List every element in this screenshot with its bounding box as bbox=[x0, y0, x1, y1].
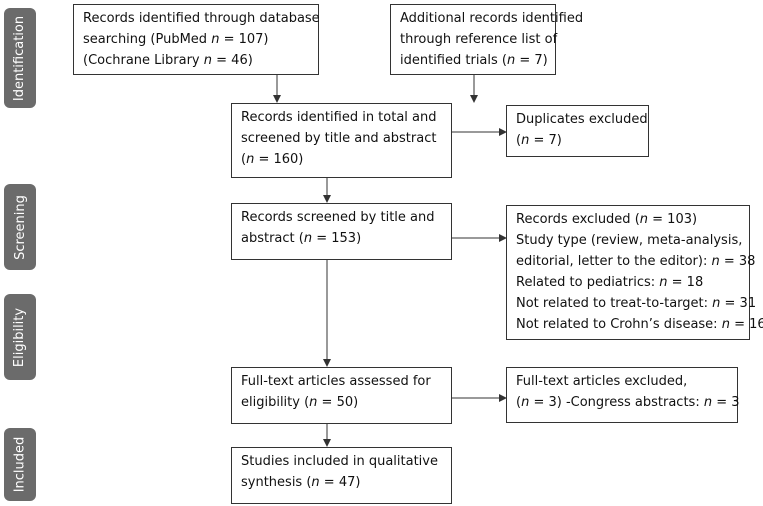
box-records-excluded: Records excluded (n = 103) Study type (r… bbox=[506, 205, 763, 340]
screened-line2: abstract (n = 153) bbox=[241, 231, 362, 246]
database-line1: Records identified through database bbox=[83, 11, 320, 26]
box-fulltext-excluded: Full-text articles excluded, (n = 3) -Co… bbox=[506, 367, 740, 423]
duplicates-line1: Duplicates excluded bbox=[516, 112, 648, 127]
additional-line3: identified trials (n = 7) bbox=[400, 53, 548, 68]
database-line2: searching (PubMed n = 107) bbox=[83, 32, 269, 47]
fulltext-line2: eligibility (n = 50) bbox=[241, 395, 359, 410]
box-database-search: Records identified through database sear… bbox=[73, 4, 320, 75]
stage-eligibility: Eligibility bbox=[4, 294, 36, 380]
box-records-total: Records identified in total and screened… bbox=[231, 103, 452, 178]
excluded-line1: Records excluded (n = 103) bbox=[516, 212, 698, 227]
total-line3: (n = 160) bbox=[241, 152, 304, 167]
ftexcluded-line2: (n = 3) -Congress abstracts: n = 3 bbox=[516, 395, 740, 410]
ftexcluded-line1: Full-text articles excluded, bbox=[516, 374, 688, 389]
box-duplicates-excluded: Duplicates excluded (n = 7) bbox=[506, 105, 649, 157]
excluded-line3: editorial, letter to the editor): n = 38 bbox=[516, 254, 756, 269]
excluded-line6: Not related to Crohn’s disease: n = 16 bbox=[516, 317, 763, 332]
excluded-line4: Related to pediatrics: n = 18 bbox=[516, 275, 704, 290]
included-line1: Studies included in qualitative bbox=[241, 454, 438, 469]
screened-line1: Records screened by title and bbox=[241, 210, 435, 225]
excluded-line2: Study type (review, meta-analysis, bbox=[516, 233, 743, 248]
database-line3: (Cochrane Library n = 46) bbox=[83, 53, 253, 68]
stage-identification: Identification bbox=[4, 8, 36, 108]
stage-included: Included bbox=[4, 428, 36, 501]
box-additional-records: Additional records identified through re… bbox=[390, 4, 584, 75]
additional-line1: Additional records identified bbox=[400, 11, 584, 26]
additional-line2: through reference list of bbox=[400, 32, 558, 47]
fulltext-line1: Full-text articles assessed for bbox=[241, 374, 431, 389]
duplicates-line2: (n = 7) bbox=[516, 133, 562, 148]
box-records-screened: Records screened by title and abstract (… bbox=[231, 203, 452, 260]
total-line2: screened by title and abstract bbox=[241, 131, 437, 146]
box-fulltext-assessed: Full-text articles assessed for eligibil… bbox=[231, 367, 452, 424]
total-line1: Records identified in total and bbox=[241, 110, 437, 125]
included-line2: synthesis (n = 47) bbox=[241, 475, 361, 490]
excluded-line5: Not related to treat-to-target: n = 31 bbox=[516, 296, 757, 311]
stage-screening: Screening bbox=[4, 184, 36, 270]
box-studies-included: Studies included in qualitative synthesi… bbox=[231, 447, 452, 504]
